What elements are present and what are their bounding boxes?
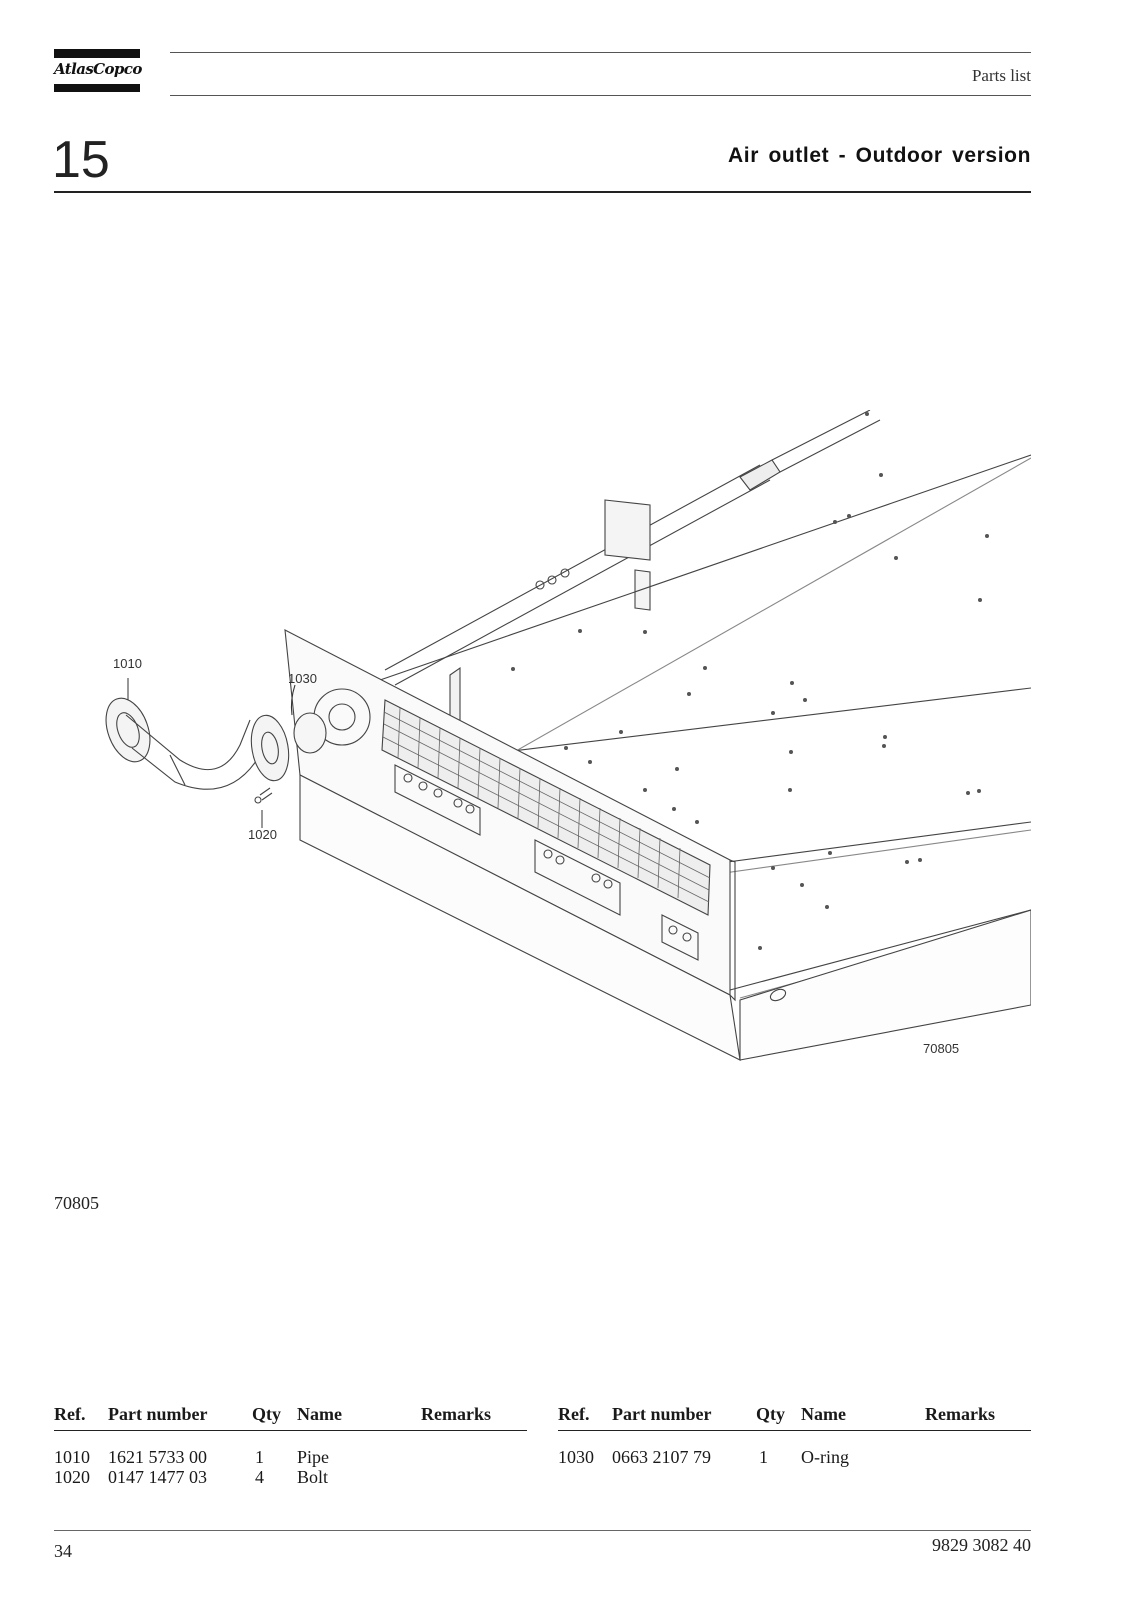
callout-1020: 1020 [248, 827, 277, 842]
col-remarks: Remarks [925, 1404, 995, 1424]
document-number: 9829 3082 40 [932, 1535, 1031, 1555]
atlas-copco-logo: AtlasCopco [54, 49, 142, 93]
running-header: Parts list [971, 66, 1031, 85]
figure-caption: 70805 [54, 1193, 99, 1213]
title-rule [54, 191, 1031, 193]
parts-table-right: Ref. Part number Qty Name Remarks 1030 0… [558, 1404, 1031, 1467]
cell-ref: 1010 [54, 1447, 90, 1467]
col-part-number: Part number [612, 1404, 712, 1424]
chapter-number: 15 [52, 131, 110, 189]
cell-name: Pipe [297, 1447, 330, 1467]
logo-bar-bottom [54, 84, 140, 92]
col-name: Name [801, 1404, 846, 1424]
col-part-number: Part number [108, 1404, 208, 1424]
cell-part-number: 0147 1477 03 [108, 1467, 207, 1487]
cell-part-number: 0663 2107 79 [612, 1447, 711, 1467]
footer-rule [54, 1530, 1031, 1531]
cell-ref: 1020 [54, 1467, 90, 1487]
cell-name: Bolt [297, 1467, 329, 1487]
table-row: 1010 1621 5733 00 1 Pipe [54, 1447, 527, 1467]
col-ref: Ref. [54, 1404, 86, 1424]
cell-qty: 1 [759, 1447, 768, 1467]
table-header: Ref. Part number Qty Name Remarks [54, 1404, 527, 1431]
cell-name: O-ring [801, 1447, 849, 1467]
callout-1030: 1030 [288, 671, 317, 686]
logo-text: AtlasCopco [54, 60, 142, 78]
logo-bar-top [54, 49, 140, 58]
table-header: Ref. Part number Qty Name Remarks [558, 1404, 1031, 1431]
drawing-svg: 1010 1020 1030 70805 [105, 410, 1031, 1061]
cell-qty: 4 [255, 1467, 264, 1487]
parts-table-left: Ref. Part number Qty Name Remarks 1010 1… [54, 1404, 527, 1487]
col-qty: Qty [252, 1404, 281, 1424]
header-rule-top [170, 52, 1031, 53]
col-qty: Qty [756, 1404, 785, 1424]
col-remarks: Remarks [421, 1404, 491, 1424]
table-row: 1030 0663 2107 79 1 O-ring [558, 1447, 1031, 1467]
page-number: 34 [54, 1541, 72, 1561]
drawing-number: 70805 [923, 1041, 959, 1056]
cell-qty: 1 [255, 1447, 264, 1467]
col-ref: Ref. [558, 1404, 590, 1424]
col-name: Name [297, 1404, 342, 1424]
cell-part-number: 1621 5733 00 [108, 1447, 207, 1467]
section-title: Air outlet - Outdoor version [728, 144, 1031, 167]
header-rule-bottom [170, 95, 1031, 96]
cell-ref: 1030 [558, 1447, 594, 1467]
table-row: 1020 0147 1477 03 4 Bolt [54, 1467, 527, 1487]
exploded-view-drawing: 1010 1020 1030 70805 [90, 410, 1031, 1090]
callout-1010: 1010 [113, 656, 142, 671]
